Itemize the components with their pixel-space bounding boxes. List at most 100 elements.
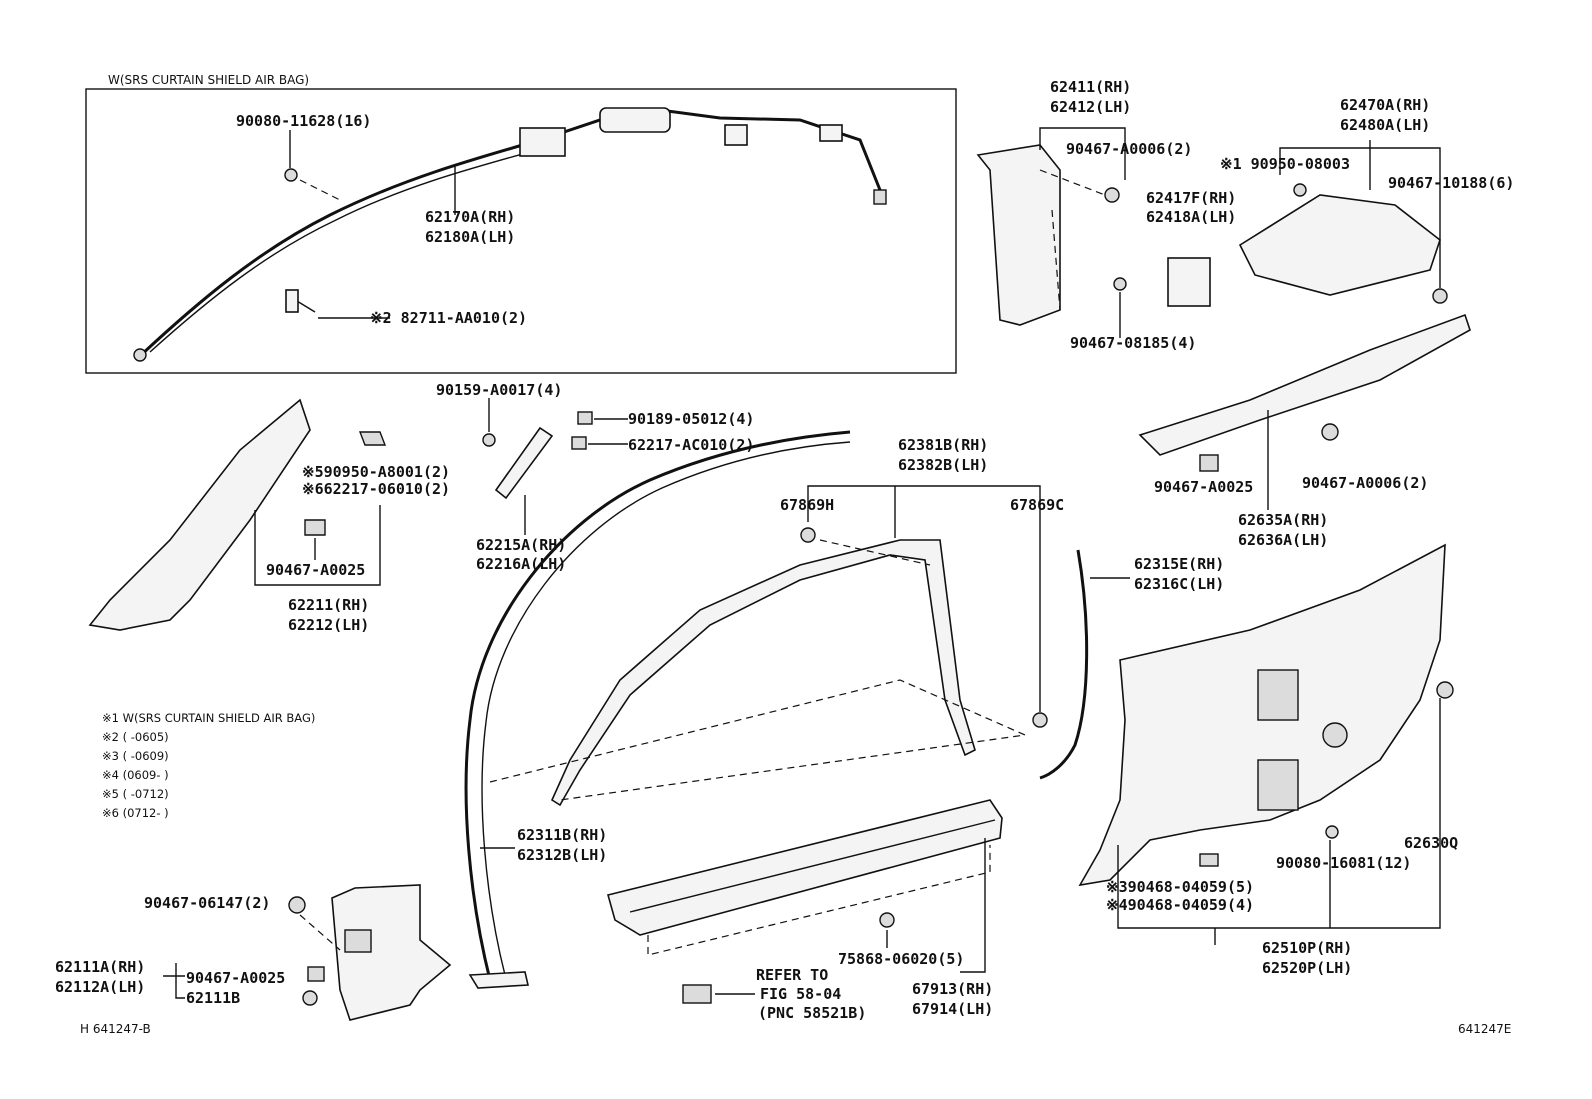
clip-62111b-icon (302, 990, 318, 1006)
label-62217-06010: ※662217-06010(2) (302, 480, 450, 498)
door-opening-weatherstrip[interactable] (464, 430, 851, 981)
quarter-weatherstrip[interactable] (1039, 549, 1089, 780)
label-62382b: 62382B(LH) (898, 456, 988, 474)
roof-side-rail-garnish[interactable] (494, 426, 554, 500)
label-90950-a8001: ※590950-A8001(2) (302, 463, 450, 481)
clip-62217-icon (571, 436, 587, 450)
airbag-clip-82711[interactable] (285, 289, 299, 313)
refer-to-text: REFER TO (756, 966, 828, 984)
label-90080-11628: 90080-11628(16) (236, 112, 371, 130)
note-1: ※1 W(SRS CURTAIN SHIELD AIR BAG) (102, 711, 315, 725)
quarter-upper-bracket-2 (1279, 147, 1370, 175)
quarter-weatherstrip-group: 62315E(RH) 62316C(LH) (1039, 549, 1224, 780)
cowl-side-trim[interactable] (331, 884, 452, 1021)
note-2: ※2 ( -0605) (102, 730, 169, 744)
b-pillar-dash-2 (1051, 209, 1061, 311)
inflator-body[interactable] (599, 107, 671, 133)
note-3: ※3 ( -0609) (102, 749, 169, 763)
weatherstrip-end (468, 971, 529, 989)
label-75868-06020: 75868-06020(5) (838, 950, 964, 968)
trim-speaker-box (1257, 669, 1299, 721)
label-90467-a0006-c: 90467-A0006(2) (1302, 474, 1428, 492)
screw-90080-16081-icon (1325, 825, 1339, 839)
b-pillar-group: 62411(RH) 62412(LH) 90467-A0006(2) 62417… (976, 78, 1236, 352)
door-opening-weatherstrip-inner (481, 441, 851, 976)
pnc-58521b-text: (PNC 58521B) (758, 1004, 866, 1022)
roof-side-inner-garnish[interactable] (1238, 194, 1441, 296)
clip-90467-a0006-c-icon (1321, 423, 1339, 441)
a-pillar-bracket-line (254, 505, 381, 586)
b-pillar-bracket-line (1039, 127, 1126, 180)
ref-clip-icon (682, 984, 712, 1004)
a-pillar-garnish[interactable] (88, 398, 311, 631)
clip-67869c-icon (1032, 712, 1048, 728)
roof-side-group: 90159-A0017(4) 90189-05012(4) 62217-AC01… (436, 381, 754, 573)
door-frame-garnish[interactable] (550, 539, 976, 807)
b-pillar-garnish[interactable] (976, 144, 1061, 326)
label-62112a: 62112A(LH) (55, 978, 145, 996)
note-5: ※5 ( -0712) (102, 787, 169, 801)
cowl-clip-dash (299, 914, 341, 951)
quarter-trim-group: 90080-16081(12) 62630Q ※390468-04059(5) … (1078, 543, 1458, 977)
label-90467-a0025-c: 90467-A0025 (186, 969, 285, 987)
notes-block: ※1 W(SRS CURTAIN SHIELD AIR BAG) ※2 ( -0… (102, 711, 315, 820)
label-90159-a0017: 90159-A0017(4) (436, 381, 562, 399)
label-90467-a0025-a: 90467-A0025 (266, 561, 365, 579)
quarter-trim-bracket (1117, 698, 1441, 929)
clip-90467-a0025-icon (304, 519, 326, 536)
label-62381b: 62381B(RH) (898, 436, 988, 454)
label-90467-06147: 90467-06147(2) (144, 894, 270, 912)
quarter-upper-garnish[interactable] (1138, 313, 1471, 456)
label-90189-05012: 90189-05012(4) (628, 410, 754, 428)
label-62470a: 62470A(RH) (1340, 96, 1430, 114)
label-62510p: 62510P(RH) (1262, 939, 1352, 957)
bolt-leader-dash (299, 179, 341, 201)
bolt-90159-icon (482, 433, 496, 447)
label-90467-10188: 90467-10188(6) (1388, 174, 1514, 192)
cowl-side-group: 90467-06147(2) 62111A(RH) 62112A(LH) 904… (55, 884, 452, 1021)
trim-speaker-grille (1322, 722, 1348, 748)
clip-90467-a0025-b-icon (1199, 454, 1219, 472)
scuff-dash (647, 845, 991, 956)
label-62636a: 62636A(LH) (1238, 531, 1328, 549)
a-pillar-group: ※590950-A8001(2) ※662217-06010(2) 90467-… (88, 398, 450, 634)
b-pillar-lower-bracket[interactable] (1167, 257, 1211, 307)
label-62216a: 62216A(LH) (476, 555, 566, 573)
scuff-plate-group: 75868-06020(5) 67913(RH) 67914(LH) REFER… (607, 799, 1003, 1022)
clip-90468-icon (1199, 853, 1219, 867)
clip-75868-icon (879, 912, 895, 928)
clip-90467-06147-icon (288, 896, 306, 914)
clip-90467-10188-icon (1432, 288, 1448, 304)
label-62215a: 62215A(RH) (476, 536, 566, 554)
fig-58-04-link[interactable]: FIG 58-04 (760, 985, 841, 1003)
trim-lower-box (1257, 759, 1299, 811)
footer-right-code: 641247E (1458, 1022, 1511, 1036)
clip-90950-icon (358, 431, 387, 446)
label-67869h: 67869H (780, 496, 834, 514)
airbag-box-title: W(SRS CURTAIN SHIELD AIR BAG) (108, 73, 309, 87)
clip-90467-a0025-c-icon (307, 966, 325, 982)
label-62480a: 62480A(LH) (1340, 116, 1430, 134)
label-67913: 67913(RH) (912, 980, 993, 998)
clip-90950-08003-icon (1293, 183, 1307, 197)
label-62111b: 62111B (186, 989, 240, 1007)
label-62170A: 62170A(RH) (425, 208, 515, 226)
label-62180A: 62180A(LH) (425, 228, 515, 246)
curtain-airbag-tube-inner (149, 147, 545, 353)
scuff-bracket (960, 838, 986, 973)
door-frame-group: 62381B(RH) 62382B(LH) 67869H 67869C 6231… (464, 430, 1064, 989)
clip-90189-icon (577, 411, 593, 425)
label-90467-a0025-b: 90467-A0025 (1154, 478, 1253, 496)
label-90080-16081: 90080-16081(12) (1276, 854, 1411, 872)
label-62630q: 62630Q (1404, 834, 1458, 852)
label-62211: 62211(RH) (288, 596, 369, 614)
label-67869c: 67869C (1010, 496, 1064, 514)
label-62418a: 62418A(LH) (1146, 208, 1236, 226)
label-62212: 62212(LH) (288, 616, 369, 634)
clip-90467-a0006-icon (1104, 187, 1120, 203)
airbag-group: W(SRS CURTAIN SHIELD AIR BAG) 90080-1162… (85, 73, 957, 374)
label-62312b: 62312B(LH) (517, 846, 607, 864)
note-6: ※6 (0712- ) (102, 806, 169, 820)
label-62217-ac010: 62217-AC010(2) (628, 436, 754, 454)
